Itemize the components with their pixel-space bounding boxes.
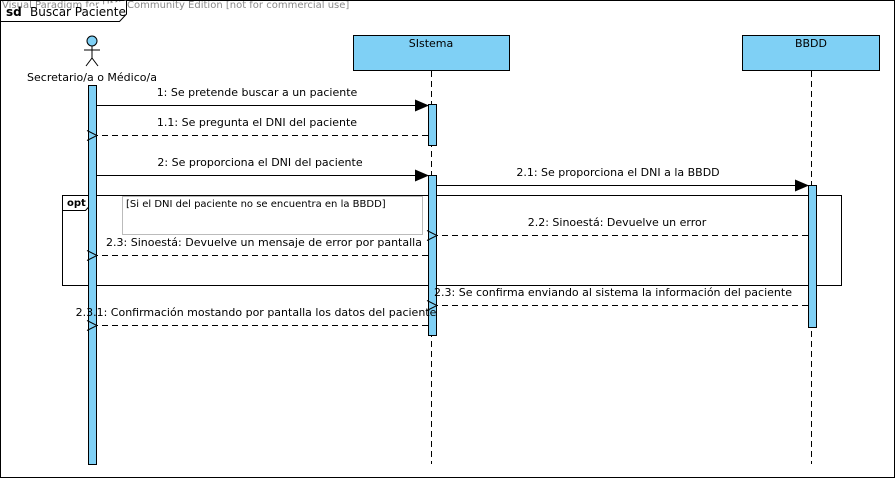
message-label-2-3-confirm: 2.3: Se confirma enviando al sistema la … [434,286,792,299]
frame-kind: sd [6,5,22,19]
opt-operator: opt [67,198,86,209]
activation-sistema-2 [428,175,437,336]
guard-box [122,196,423,235]
guard-text: [Si el DNI del paciente no se encuentra … [126,199,386,210]
message-label-2-2: 2.2: Sinoestá: Devuelve un error [528,216,707,229]
lifeline-head-sistema [353,35,510,71]
message-label-2-1: 2.1: Se proporciona el DNI a la BBDD [516,166,719,179]
message-label-1-1: 1.1: Se pregunta el DNI del paciente [157,116,357,129]
watermark-text: Visual Paradigm for UML Community Editio… [2,0,350,11]
message-label-2-3-1: 2.3.1: Confirmación mostando por pantall… [76,306,437,319]
frame-title: Buscar Paciente [30,5,126,19]
opt-fragment [62,195,842,286]
actor-icon [84,35,100,67]
message-label-2: 2: Se proporciona el DNI del paciente [157,156,362,169]
lifeline-label-bbdd: BBDD [795,37,827,50]
message-label-2-3: 2.3: Sinoestá: Devuelve un mensaje de er… [106,236,422,249]
message-label-1: 1: Se pretende buscar a un paciente [157,86,358,99]
activation-sistema-1 [428,104,437,146]
frame-title-tab [0,0,127,22]
activation-actor [88,85,97,465]
activation-bbdd [808,185,817,328]
lifeline-head-bbdd [742,35,880,71]
actor-label: Secretario/a o Médico/a [27,71,157,84]
lifeline-label-sistema: SIstema [409,37,454,50]
